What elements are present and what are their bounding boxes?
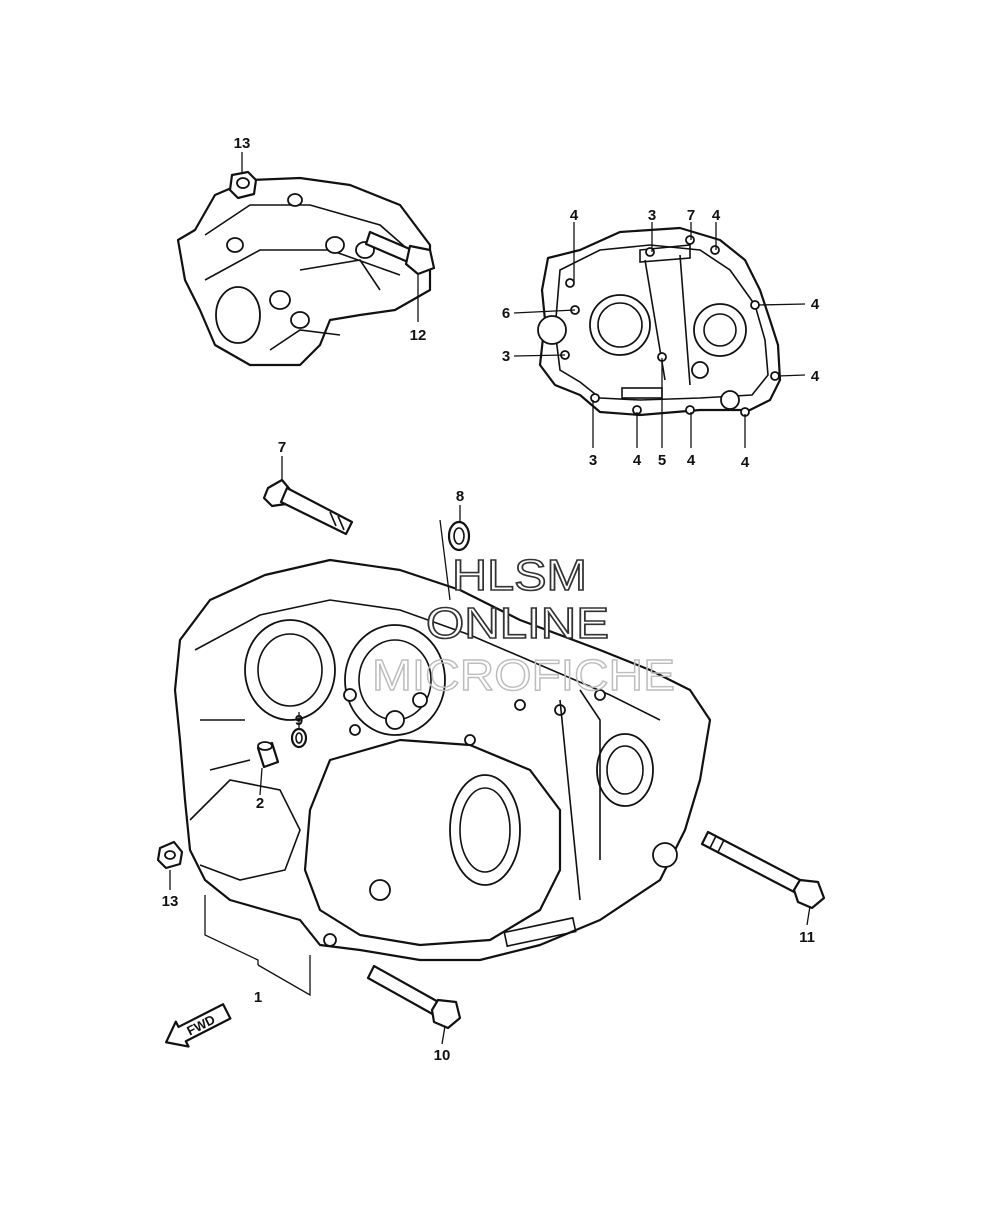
callout-3-top: 3 xyxy=(648,207,656,224)
callout-6: 6 xyxy=(502,305,510,322)
part-8-o-ring xyxy=(447,520,471,552)
part-13-nut-top xyxy=(228,170,258,200)
watermark: HLSM ONLINE MICROFICHE xyxy=(371,550,675,701)
callout-7-main: 7 xyxy=(278,439,286,456)
callout-1: 1 xyxy=(254,989,262,1006)
part-9-o-ring xyxy=(290,727,308,749)
callout-7-top: 7 xyxy=(687,207,695,224)
callout-3-left: 3 xyxy=(502,348,510,365)
part-11-long-bolt xyxy=(700,830,826,910)
callout-5: 5 xyxy=(658,452,666,469)
leader-lines xyxy=(169,152,811,1045)
part-7-long-bolt xyxy=(262,478,354,536)
main-crankcase-assembly xyxy=(173,558,712,962)
watermark-line-1: HLSM xyxy=(452,551,587,600)
part-12-bolt xyxy=(364,230,436,276)
callout-4-bottom-3: 4 xyxy=(741,454,750,471)
callout-labels: 13 12 4 3 7 4 6 4 3 4 3 4 5 4 4 7 8 9 2 … xyxy=(162,135,820,1064)
callout-10: 10 xyxy=(434,1047,451,1064)
upper-crankcase-section xyxy=(176,176,432,367)
part-13-nut-lower xyxy=(156,840,184,870)
callout-4-bottom-1: 4 xyxy=(633,452,642,469)
callout-4-top-right: 4 xyxy=(712,207,721,224)
callout-12: 12 xyxy=(410,327,427,344)
crankcase-half-outline xyxy=(537,226,782,417)
callout-9: 9 xyxy=(295,712,303,729)
callout-13-lower: 13 xyxy=(162,893,179,910)
callout-4-bottom-2: 4 xyxy=(687,452,696,469)
callout-2: 2 xyxy=(256,795,264,812)
part-2-dowel-pin xyxy=(256,741,280,769)
callout-4-top-left: 4 xyxy=(570,207,579,224)
callout-8: 8 xyxy=(456,488,464,505)
callout-11: 11 xyxy=(799,929,815,946)
forward-direction-arrow: FWD xyxy=(165,1003,232,1048)
part-10-long-bolt xyxy=(366,964,462,1030)
watermark-line-3: MICROFICHE xyxy=(372,651,675,700)
watermark-line-2: ONLINE xyxy=(426,599,609,648)
callout-3-bottom: 3 xyxy=(589,452,597,469)
callout-4-right-upper: 4 xyxy=(811,296,820,313)
callout-13-top: 13 xyxy=(234,135,251,152)
callout-4-right-lower: 4 xyxy=(811,368,820,385)
